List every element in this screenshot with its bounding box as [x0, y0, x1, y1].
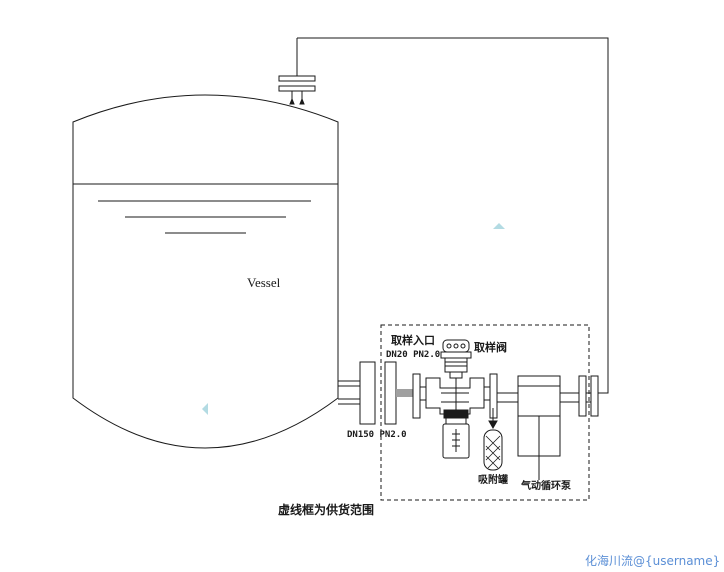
flow-arrow-up-left	[289, 97, 295, 105]
vessel-nozzle-flange	[359, 361, 376, 425]
vessel-nozzle-spec: DN150 PN2.0	[347, 430, 407, 440]
sampling-inlet-label: 取样入口	[391, 333, 435, 347]
sampling-valve-icon	[440, 339, 472, 410]
connector-pipe	[396, 389, 413, 397]
valve-body	[425, 377, 485, 415]
sampling-assembly	[412, 339, 518, 471]
scope-note: 虚线框为供货范围	[278, 502, 374, 517]
watermark: 化海川流@{username}	[585, 553, 720, 568]
inlet-flange	[384, 361, 397, 425]
sampling-valve-label: 取样阀	[474, 340, 507, 354]
top-return-nozzle	[278, 38, 316, 105]
vessel-outlet-nozzle	[338, 361, 397, 425]
marker-triangle-left	[202, 403, 208, 415]
pneumatic-pump-icon	[517, 375, 599, 480]
supply-scope-box	[380, 324, 590, 501]
assembly-flange-left	[412, 373, 421, 419]
vessel-label: Vessel	[247, 275, 281, 290]
pump-outlet-flange-right	[590, 375, 599, 417]
top-flange-lower	[278, 85, 316, 92]
pump-outlet-flange-left	[578, 375, 587, 417]
vessel-shell	[72, 94, 339, 449]
sampling-inlet-spec: DN20 PN2.0	[386, 350, 440, 360]
flow-arrow-up-right	[299, 97, 305, 105]
adsorption-tank-label: 吸附罐	[478, 473, 508, 486]
sample-bottle-icon	[442, 409, 470, 459]
vessel	[72, 94, 339, 449]
top-flange-upper	[278, 75, 316, 82]
marker-triangle-right	[493, 223, 505, 229]
adsorption-tank-icon	[483, 408, 503, 471]
return-line	[297, 37, 609, 394]
pneumatic-pump-label: 气动循环泵	[520, 479, 572, 492]
